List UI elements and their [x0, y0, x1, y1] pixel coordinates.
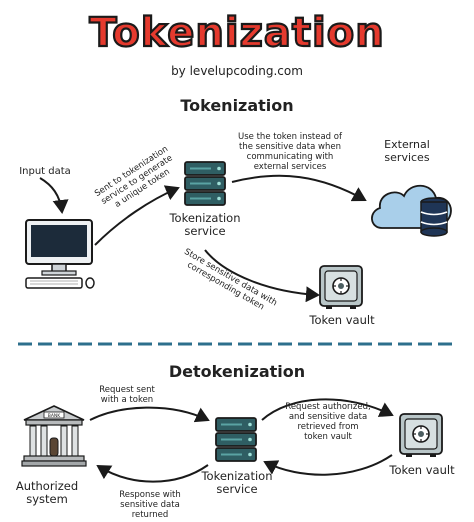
use-token-label: Use the token instead of the sensitive d…	[238, 132, 342, 172]
request-arrow	[89, 406, 210, 423]
tokenization-service-label: Tokenization service	[169, 211, 241, 238]
bank-icon: BANK	[21, 405, 87, 467]
response-label: Response with sensitive data returned	[119, 490, 181, 520]
authorized-system-label: Authorized system	[15, 479, 79, 506]
server-icon	[184, 161, 226, 206]
tokenization-service-label: Tokenization service	[201, 469, 273, 496]
page-title: Tokenization	[88, 9, 385, 57]
token-vault-label: Token vault	[389, 463, 455, 477]
send-arrow	[94, 185, 180, 246]
input-arrow	[39, 177, 69, 214]
vault-icon	[319, 265, 363, 309]
byline: by levelupcoding.com	[171, 64, 303, 78]
response-arrow	[96, 464, 209, 483]
bank-sign: BANK	[48, 413, 62, 419]
request-authorized-label: Request authorized, and sensitive data r…	[285, 402, 371, 442]
external-arrow	[231, 174, 367, 202]
tokenization-heading: Tokenization	[180, 96, 294, 115]
request-sent-label: Request sent with a token	[99, 385, 155, 405]
vault-response-arrow	[263, 454, 393, 476]
token-vault-label: Token vault	[309, 313, 375, 327]
detokenization-heading: Detokenization	[168, 362, 306, 381]
store-arrow	[204, 249, 320, 303]
external-services-label: External services	[384, 138, 430, 164]
computer-icon	[25, 219, 95, 289]
server-icon	[215, 417, 257, 462]
vault-request-arrow	[261, 398, 394, 421]
vault-icon	[399, 413, 443, 457]
cloud-database-icon	[371, 184, 452, 237]
input-data-label: Input data	[19, 166, 71, 177]
